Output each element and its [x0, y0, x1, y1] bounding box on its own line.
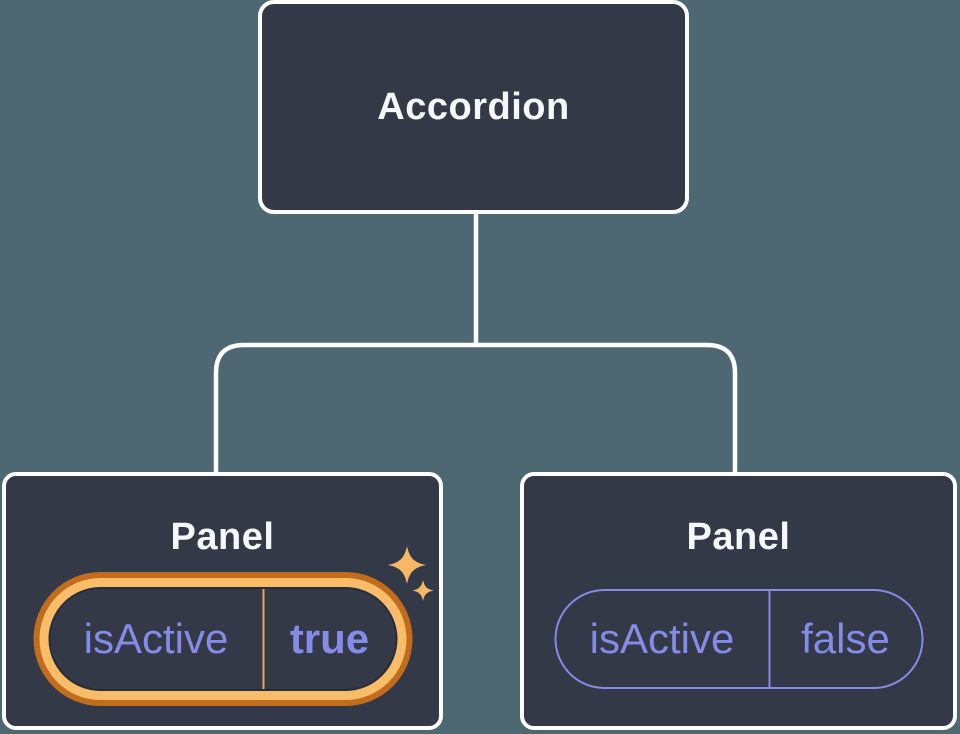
state-value: false: [768, 591, 921, 687]
state-name: isActive: [589, 615, 735, 662]
node-panel-inactive: Panel isActive false: [520, 472, 957, 730]
state-pill-active: isActive true: [50, 589, 395, 689]
state-pill-inactive: isActive false: [554, 589, 923, 689]
node-accordion: Accordion: [258, 0, 689, 214]
node-panel-inactive-label: Panel: [686, 516, 791, 558]
state-value: true: [262, 589, 395, 689]
node-panel-active: Panel isActive true: [2, 472, 443, 730]
state-name: isActive: [83, 615, 229, 662]
node-panel-active-label: Panel: [170, 516, 275, 558]
connector-branch: [213, 342, 738, 474]
node-accordion-label: Accordion: [377, 85, 570, 128]
